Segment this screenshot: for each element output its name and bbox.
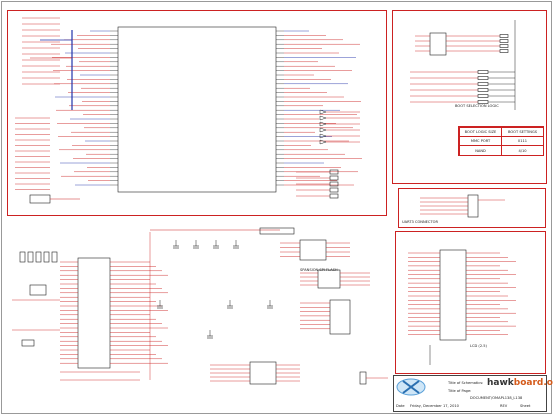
uart-connector-frame	[398, 188, 546, 228]
test-connector	[29, 194, 51, 204]
uart-connector-label: UART3 CONNECTOR	[402, 220, 438, 224]
buffer-gate	[319, 115, 327, 121]
brand-suffix: board.org	[513, 378, 553, 388]
spi-flash-ic	[299, 239, 327, 261]
title-of-page-label: Title of Page:	[448, 389, 472, 393]
pullup-resistor	[499, 44, 509, 48]
lcd-label: LCD (2.5)	[470, 344, 487, 348]
uart-header	[467, 194, 479, 218]
processor-section-frame	[7, 10, 387, 216]
decoupling-capacitor	[43, 251, 50, 263]
pullup-resistor	[499, 39, 509, 43]
pullup-resistor	[499, 34, 509, 38]
pullup-resistor	[499, 49, 509, 53]
usb-phy-ic	[317, 269, 341, 289]
boot-table-row2-col2: 4/10	[501, 145, 544, 156]
pulldown-resistor	[477, 70, 489, 74]
date-value: Friday, December 17, 2010	[410, 404, 459, 408]
document-number: DOCUMENT/OMAPL138_L138	[470, 396, 523, 400]
resistor	[329, 187, 339, 193]
resistor	[329, 193, 339, 199]
decoupling-capacitor	[51, 251, 58, 263]
memory-ic-body	[77, 257, 111, 369]
resistor	[329, 169, 339, 175]
buffer-gate	[319, 109, 327, 115]
decoupling-capacitor	[27, 251, 34, 263]
brand-prefix: hawk	[487, 378, 514, 388]
inductor	[259, 227, 295, 235]
pulldown-resistor	[477, 94, 489, 98]
sheet-label: Sheet	[520, 404, 531, 408]
buffer-gate	[319, 133, 327, 139]
title-of-schematics-label: Title of Schematics:	[448, 381, 484, 385]
rev-label: REV	[500, 404, 508, 408]
brand-logo: hawkboard.org	[487, 378, 553, 388]
pulldown-resistor	[477, 88, 489, 92]
pulldown-resistor	[477, 82, 489, 86]
resistor	[329, 175, 339, 181]
boot-selection-frame	[392, 10, 547, 184]
regulator	[29, 284, 47, 296]
boot-dip-switch	[429, 32, 447, 56]
boot-settings-table: BOOT LOGIC SIZE BOOT SETTINGS MMC PORT 0…	[458, 126, 544, 156]
lcd-connector-body	[439, 249, 467, 341]
decoupling-capacitor	[19, 251, 26, 263]
processor-ic-body	[117, 26, 277, 193]
led	[359, 371, 367, 385]
title-block	[393, 375, 547, 412]
boot-selection-label: BOOT SELECTION LOGIC	[455, 104, 499, 108]
date-label: Date	[396, 404, 405, 408]
buffer-gate	[319, 127, 327, 133]
buffer-gate	[319, 139, 327, 145]
logo-icon	[395, 377, 427, 397]
pmic-ic	[249, 361, 277, 385]
lcd-connector-frame	[395, 231, 546, 374]
decoupling-capacitor	[35, 251, 42, 263]
oscillator	[21, 339, 35, 347]
ethernet-phy-ic	[329, 299, 351, 335]
buffer-gate	[319, 121, 327, 127]
pulldown-resistor	[477, 100, 489, 104]
resistor	[329, 181, 339, 187]
pulldown-resistor	[477, 76, 489, 80]
